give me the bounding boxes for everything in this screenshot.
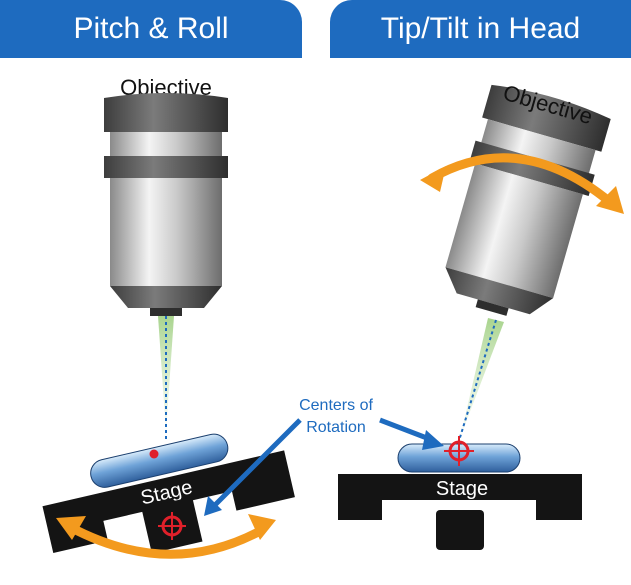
rotation-arrow-right <box>420 153 624 214</box>
crosshair-target-icon-left <box>158 512 186 540</box>
optical-axis-right <box>457 319 497 445</box>
stage-right <box>338 474 582 550</box>
tilted-stage-left: Stage <box>42 433 295 553</box>
pointer-arrow-left <box>204 418 302 516</box>
panel-title-tip-tilt: Tip/Tilt in Head <box>330 0 631 58</box>
pointer-arrow-right <box>379 417 444 450</box>
focus-point-left <box>149 449 159 459</box>
light-cone-left <box>158 316 174 432</box>
light-cone-right <box>460 318 504 438</box>
centers-label-line1: Centers of <box>299 397 373 414</box>
sample-slide-left <box>90 433 229 488</box>
panel-title-pitch-roll: Pitch & Roll <box>0 0 302 58</box>
stage-label-right: Stage <box>436 478 488 500</box>
objective-left <box>104 93 228 316</box>
rotation-arrow-left <box>56 514 276 559</box>
crosshair-target-icon-right <box>444 436 474 466</box>
centers-label-line2: Rotation <box>306 419 366 436</box>
